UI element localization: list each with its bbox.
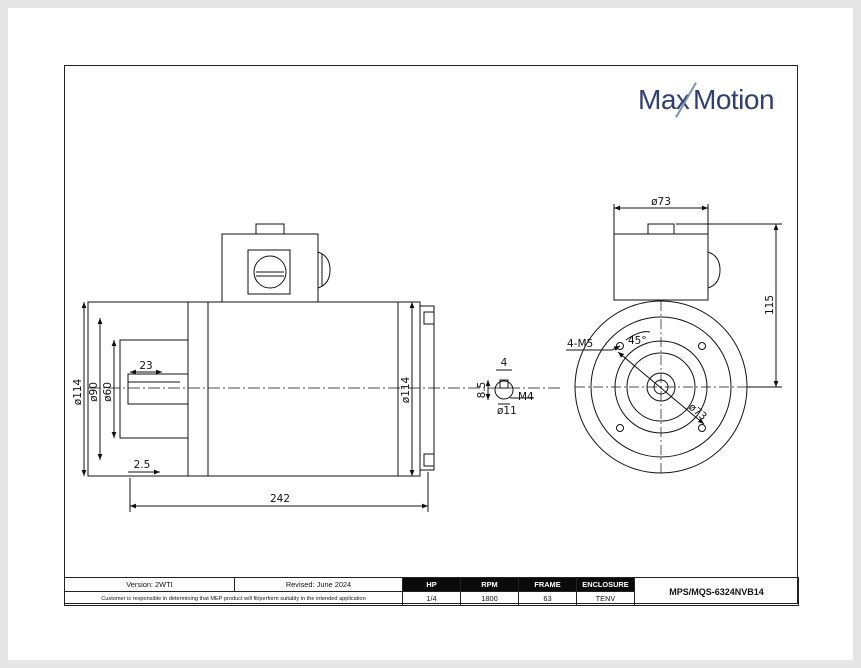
motor-body <box>187 301 421 477</box>
dim-45: 45° <box>628 335 647 347</box>
model-number: MPS/MQS-6324NVB14 <box>634 577 799 606</box>
drawing-sheet <box>8 8 853 660</box>
dim-d114-body: ø114 <box>400 376 412 403</box>
shaft-key-detail <box>485 369 534 405</box>
dim-2-5: 2.5 <box>134 459 151 471</box>
maxmotion-logo: Max Motion <box>638 82 788 118</box>
enclosure-value: TENV <box>576 591 635 606</box>
terminal-top-cap <box>255 223 285 235</box>
dim-4: 4 <box>501 357 508 369</box>
side-view <box>81 223 560 512</box>
dim-m4: M4 <box>518 391 534 403</box>
version-cell: Version: 2WTI <box>64 577 235 592</box>
terminal-gland-circle <box>253 255 287 289</box>
dim-4-m5: 4-M5 <box>567 338 593 350</box>
end-terminal-box <box>613 233 709 301</box>
hp-value: 1/4 <box>402 591 461 606</box>
rpm-header: RPM <box>460 577 519 592</box>
shaft-section-circle <box>494 380 514 400</box>
mount-hole <box>698 342 706 350</box>
dim-242: 242 <box>270 493 290 505</box>
enclosure-header: ENCLOSURE <box>576 577 635 592</box>
logo-text-motion: Motion <box>693 84 775 115</box>
dim-115: 115 <box>764 295 776 315</box>
cable-gland <box>317 251 331 289</box>
dim-8-5: 8.5 <box>476 382 488 399</box>
dim-d11: ø11 <box>497 405 517 417</box>
dim-d73-circle: ø73 <box>686 401 709 423</box>
dim-d60: ø60 <box>102 382 114 402</box>
dim-d114-left: ø114 <box>72 378 84 405</box>
dim-23: 23 <box>139 360 152 372</box>
dim-d90: ø90 <box>88 382 100 402</box>
hp-header: HP <box>402 577 461 592</box>
dim-d73-top: ø73 <box>651 196 671 208</box>
frame-value: 63 <box>518 591 577 606</box>
shaft <box>127 373 189 405</box>
end-view <box>566 204 782 474</box>
title-block: Version: 2WTI Revised: June 2024 HP RPM … <box>64 577 799 606</box>
mount-hole <box>698 424 706 432</box>
disclaimer-cell: Customer is responsible in determining t… <box>64 591 403 606</box>
frame-header: FRAME <box>518 577 577 592</box>
mount-hole <box>616 424 624 432</box>
terminal-gland <box>247 249 291 295</box>
revised-cell: Revised: June 2024 <box>234 577 403 592</box>
terminal-box <box>221 233 319 303</box>
rpm-value: 1800 <box>460 591 519 606</box>
